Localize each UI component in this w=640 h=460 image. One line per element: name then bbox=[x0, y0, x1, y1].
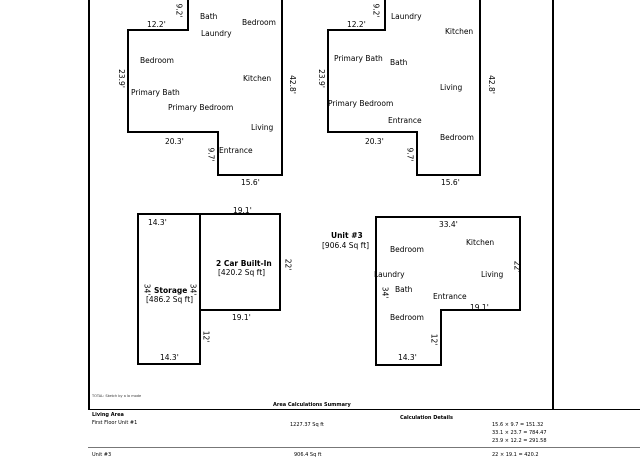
room-label: Primary Bedroom bbox=[328, 99, 394, 108]
unit1-outline bbox=[127, 0, 283, 176]
dim-label: 19.1' bbox=[470, 303, 489, 312]
area-calculations-summary: TOTAL: Sketch by a la mode Area Calculat… bbox=[88, 394, 640, 460]
unit2-outline bbox=[327, 0, 481, 176]
dim-label: 12' bbox=[201, 330, 211, 343]
dim-label: 20.3' bbox=[165, 137, 184, 146]
divider bbox=[88, 409, 640, 410]
dim-label: 22' bbox=[512, 260, 522, 273]
room-label: Bedroom bbox=[390, 313, 424, 322]
page-frame-left bbox=[88, 0, 90, 410]
unit3-label: Unit #3 bbox=[331, 231, 363, 240]
dim-label: 23.9' bbox=[116, 69, 126, 88]
dim-label: 42.8' bbox=[486, 75, 496, 94]
dim-label: 15.6' bbox=[441, 178, 460, 187]
storage-label: Storage bbox=[154, 286, 188, 295]
room-label: Bedroom bbox=[390, 245, 424, 254]
room-label: Bedroom bbox=[440, 133, 474, 142]
room-label: Kitchen bbox=[243, 74, 272, 83]
dim-label: 9.2' bbox=[174, 3, 184, 18]
garage-label: 2 Car Built-In bbox=[216, 259, 272, 268]
sketch-note: TOTAL: Sketch by a la mode bbox=[92, 394, 142, 398]
dim-label: 14.3' bbox=[398, 353, 417, 362]
page-frame-right bbox=[552, 0, 554, 410]
summary-row-area: 1227.37 Sq ft bbox=[290, 422, 324, 428]
dim-label: 34' bbox=[188, 283, 198, 296]
room-label: Laundry bbox=[391, 12, 422, 21]
room-label: Entrance bbox=[219, 146, 253, 155]
room-label: Kitchen bbox=[445, 27, 474, 36]
room-label: Entrance bbox=[388, 116, 422, 125]
summary-title: Area Calculations Summary bbox=[273, 402, 351, 408]
room-label: Kitchen bbox=[466, 238, 495, 247]
room-label: Primary Bath bbox=[131, 88, 180, 97]
dim-label: 33.4' bbox=[439, 220, 458, 229]
room-label: Primary Bedroom bbox=[168, 103, 234, 112]
calculation-details-label: Calculation Details bbox=[400, 415, 453, 421]
divider bbox=[88, 447, 640, 448]
dim-label: 9.7' bbox=[405, 147, 415, 162]
room-label: Primary Bath bbox=[334, 54, 383, 63]
dim-label: 15.6' bbox=[241, 178, 260, 187]
living-area-label: Living Area bbox=[92, 412, 124, 418]
dim-label: 23.9' bbox=[316, 69, 326, 88]
summary-row-name: First Floor Unit #1 bbox=[92, 420, 138, 426]
dim-label: 14.3' bbox=[148, 218, 167, 227]
room-label: Laundry bbox=[374, 270, 405, 279]
summary-row-name: Unit #3 bbox=[92, 452, 112, 458]
dim-label: 9.2' bbox=[371, 3, 381, 18]
room-label: Living bbox=[251, 123, 274, 132]
dim-label: 14.3' bbox=[160, 353, 179, 362]
garage-outline bbox=[199, 213, 281, 311]
dim-label: 34' bbox=[142, 283, 152, 296]
room-label: Bedroom bbox=[242, 18, 276, 27]
dim-label: 12' bbox=[429, 333, 439, 346]
calc-line: 23.9 × 12.2 = 291.58 bbox=[492, 438, 547, 444]
room-label: Bedroom bbox=[140, 56, 174, 65]
room-label: Bath bbox=[200, 12, 218, 21]
room-label: Living bbox=[440, 83, 463, 92]
dim-label: 22' bbox=[283, 258, 293, 271]
calc-line: 33.1 × 23.7 = 784.47 bbox=[492, 430, 547, 436]
calc-line: 15.6 × 9.7 = 151.32 bbox=[492, 422, 544, 428]
dim-label: 12.2' bbox=[347, 20, 366, 29]
dim-label: 20.3' bbox=[365, 137, 384, 146]
unit3-outline bbox=[375, 216, 521, 366]
dim-label: 19.1' bbox=[233, 206, 252, 215]
room-label: Bath bbox=[390, 58, 408, 67]
room-label: Living bbox=[481, 270, 504, 279]
dim-label: 19.1' bbox=[232, 313, 251, 322]
calc-line: 22 × 19.1 = 420.2 bbox=[492, 452, 539, 458]
dim-label: 9.7' bbox=[206, 147, 216, 162]
room-label: Laundry bbox=[201, 29, 232, 38]
room-label: Bath bbox=[395, 285, 413, 294]
unit3-area: [906.4 Sq ft] bbox=[322, 241, 370, 250]
summary-row-area: 906.4 Sq ft bbox=[294, 452, 322, 458]
dim-label: 42.8' bbox=[287, 75, 297, 94]
storage-area: [486.2 Sq ft] bbox=[146, 295, 194, 304]
dim-label: 12.2' bbox=[147, 20, 166, 29]
room-label: Entrance bbox=[433, 292, 467, 301]
garage-area: [420.2 Sq ft] bbox=[218, 268, 266, 277]
dim-label: 34' bbox=[380, 286, 390, 299]
